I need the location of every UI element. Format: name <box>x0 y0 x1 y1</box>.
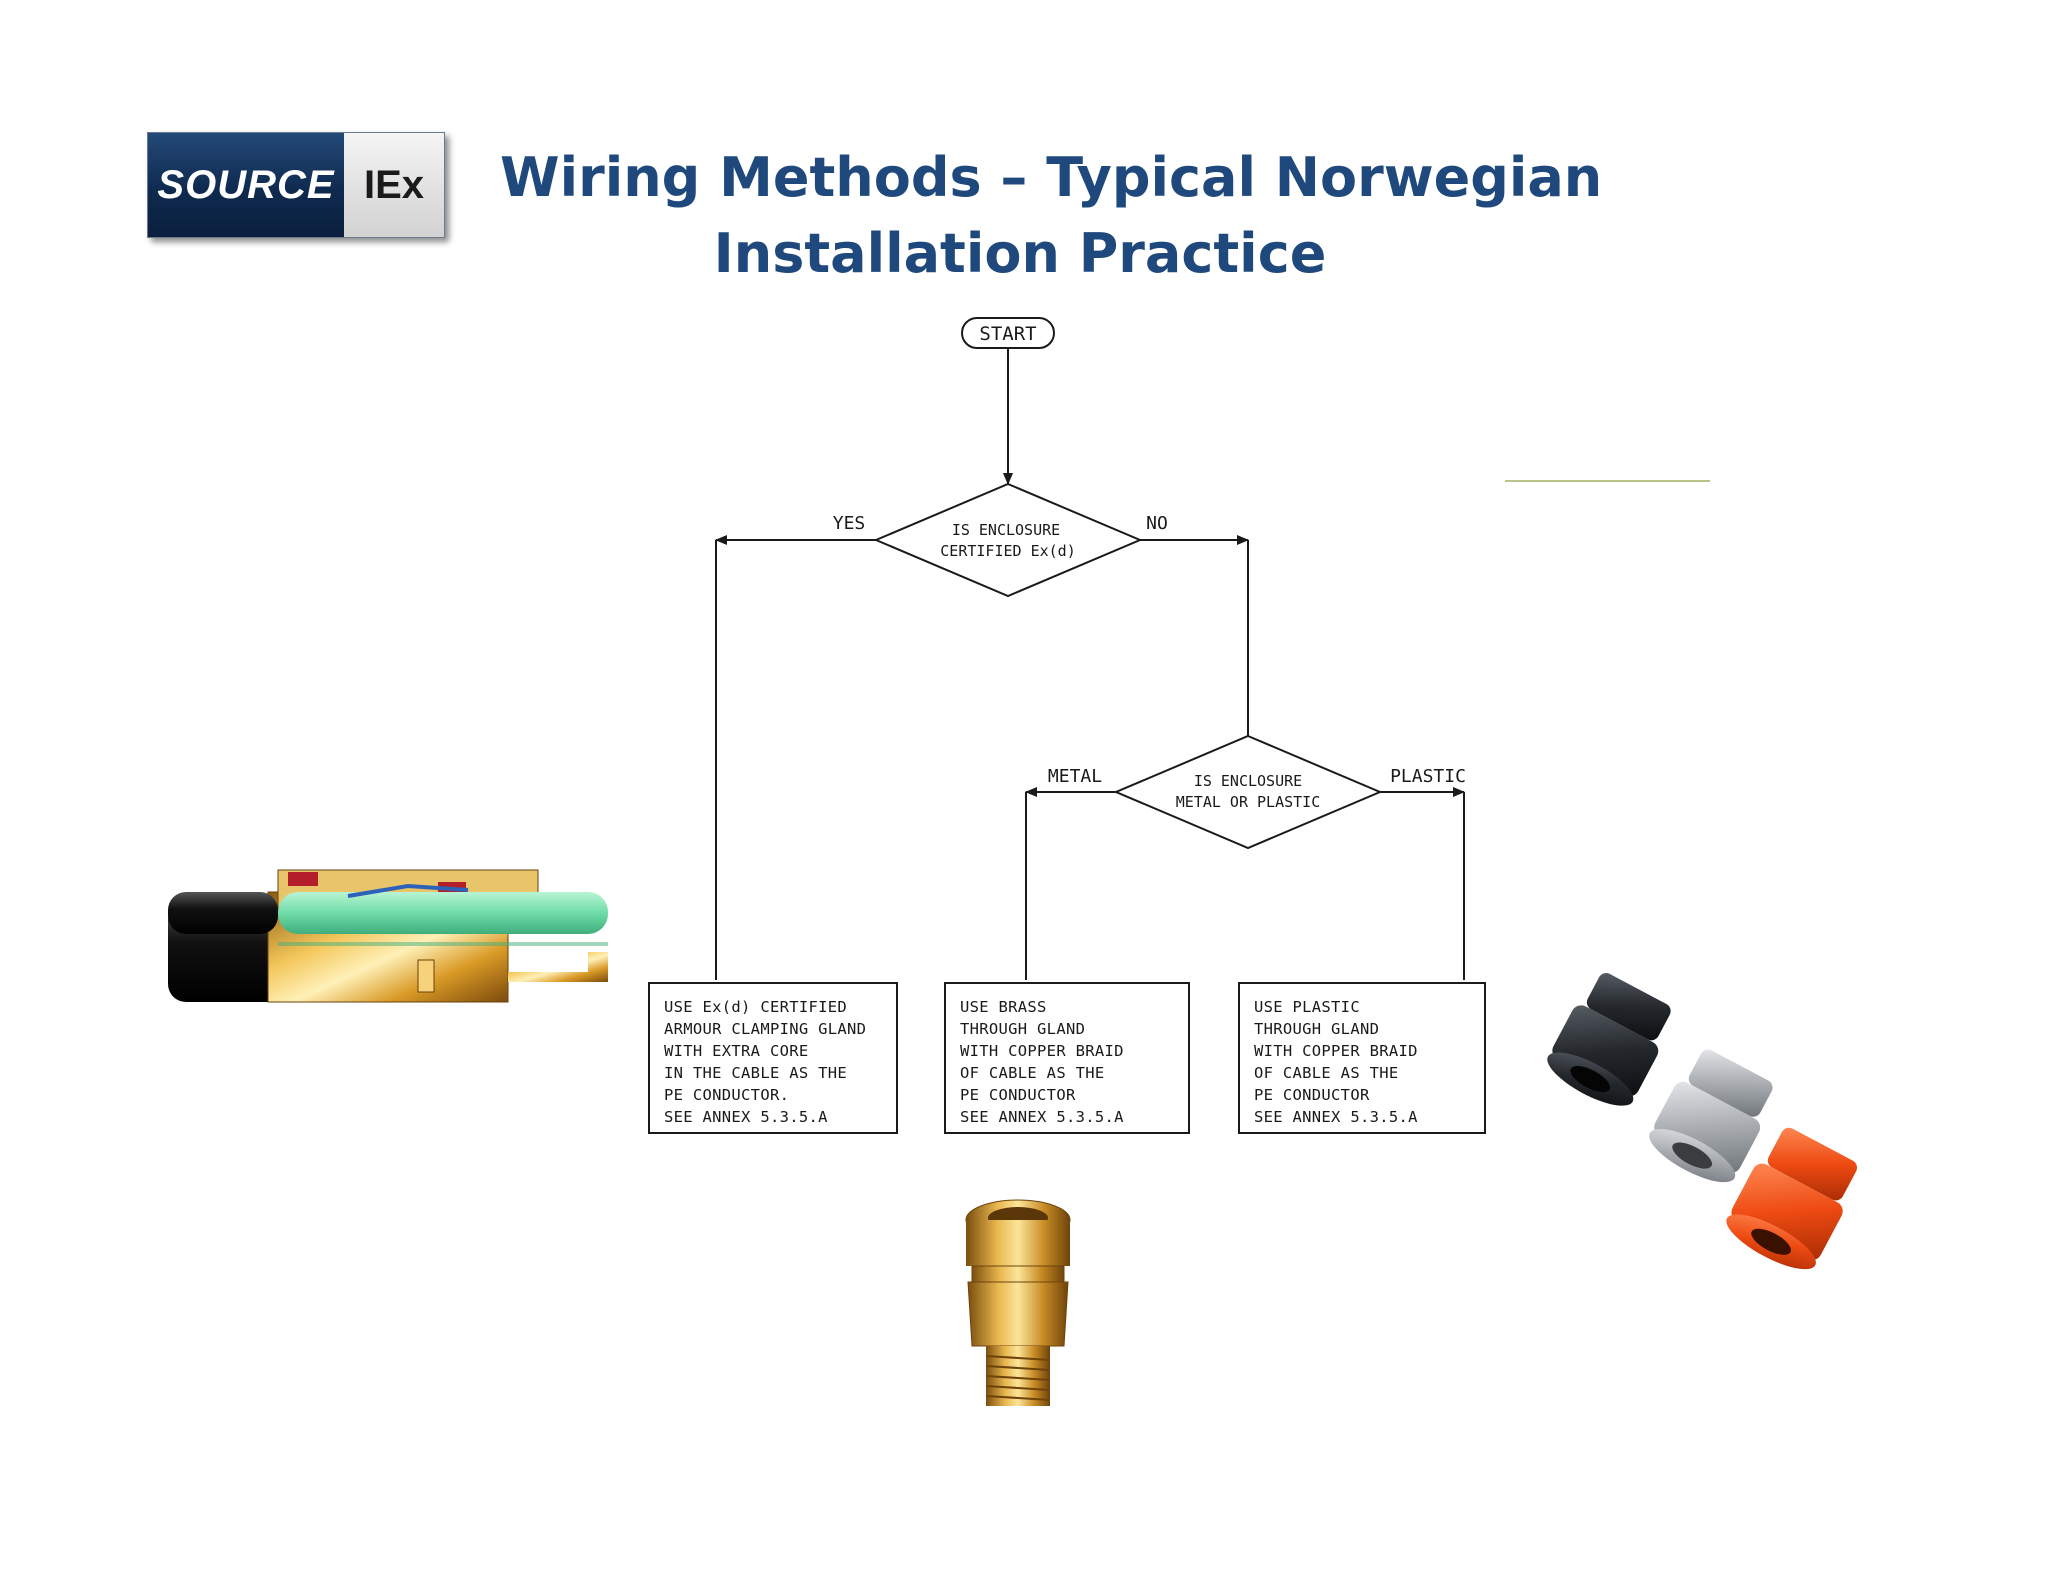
box2-line: OF CABLE AS THE <box>960 1064 1105 1082</box>
page-title: Wiring Methods – Typical Norwegian Insta… <box>500 140 1603 292</box>
armoured-cable-gland-image <box>168 869 608 1003</box>
box3-line: SEE ANNEX 5.3.5.A <box>1254 1108 1418 1126</box>
decision2-line2: METAL OR PLASTIC <box>1176 793 1321 811</box>
metal-label: METAL <box>1048 766 1102 787</box>
plastic-cable-glands-image <box>1547 973 1858 1270</box>
box2-line: USE BRASS <box>960 998 1047 1016</box>
box1-line: IN THE CABLE AS THE <box>664 1064 848 1082</box>
box2-line: SEE ANNEX 5.3.5.A <box>960 1108 1124 1126</box>
box3-line: THROUGH GLAND <box>1254 1020 1380 1038</box>
plastic-label: PLASTIC <box>1390 766 1466 787</box>
decision1-line2: CERTIFIED Ex(d) <box>940 542 1075 560</box>
logo-iex-text: IEx <box>344 133 444 237</box>
box1-line: PE CONDUCTOR. <box>664 1086 790 1104</box>
box1-line: ARMOUR CLAMPING GLAND <box>664 1020 867 1038</box>
brass-cable-gland-image <box>965 1199 1071 1406</box>
box1-line: USE Ex(d) CERTIFIED <box>664 998 848 1016</box>
decision1-diamond <box>873 482 1143 598</box>
box3-line: WITH COPPER BRAID <box>1254 1042 1418 1060</box>
logo-source-text: SOURCE <box>148 133 344 237</box>
box2-line: PE CONDUCTOR <box>960 1086 1076 1104</box>
box1-line: SEE ANNEX 5.3.5.A <box>664 1108 828 1126</box>
box1-line: WITH EXTRA CORE <box>664 1042 809 1060</box>
source-iex-logo: SOURCE IEx <box>147 132 445 238</box>
no-label: NO <box>1146 513 1168 534</box>
start-label: START <box>979 323 1036 345</box>
result-box-exd-gland: USE Ex(d) CERTIFIED ARMOUR CLAMPING GLAN… <box>648 982 898 1134</box>
decision2-line1: IS ENCLOSURE <box>1194 772 1302 790</box>
page-title-line2: Installation Practice <box>713 222 1327 285</box>
box3-line: USE PLASTIC <box>1254 998 1360 1016</box>
box3-line: OF CABLE AS THE <box>1254 1064 1399 1082</box>
decision2-diamond <box>1113 734 1383 850</box>
box3-line: PE CONDUCTOR <box>1254 1086 1370 1104</box>
page-title-line1: Wiring Methods – Typical Norwegian <box>500 146 1603 209</box>
result-box-plastic-gland: USE PLASTIC THROUGH GLAND WITH COPPER BR… <box>1238 982 1486 1134</box>
yes-label: YES <box>833 513 866 534</box>
decision1-line1: IS ENCLOSURE <box>952 521 1060 539</box>
result-box-brass-gland: USE BRASS THROUGH GLAND WITH COPPER BRAI… <box>944 982 1190 1134</box>
box2-line: WITH COPPER BRAID <box>960 1042 1124 1060</box>
box2-line: THROUGH GLAND <box>960 1020 1086 1038</box>
